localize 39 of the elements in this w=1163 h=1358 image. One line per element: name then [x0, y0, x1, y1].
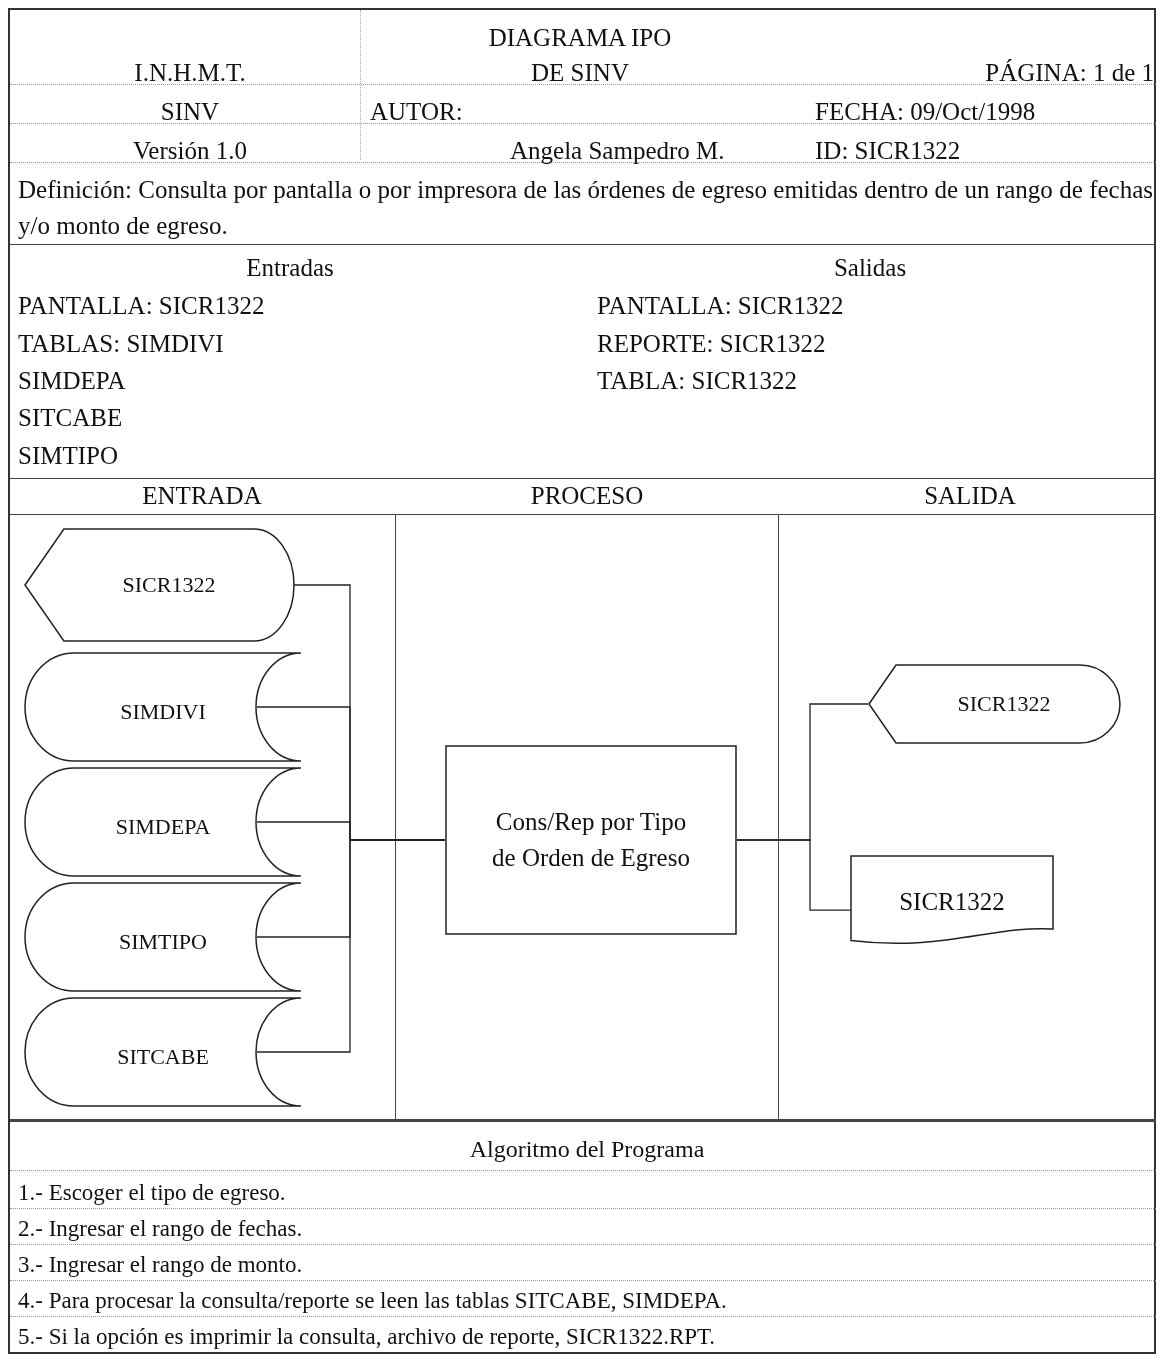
label: ENTRADA: [142, 481, 262, 511]
label: 4.- Para procesar la consulta/reporte se leen las tablas SITCABE, SIMDEPA.: [18, 1287, 727, 1315]
label: SALIDA: [924, 481, 1016, 511]
label: Angela Sampedro M.: [510, 136, 725, 166]
node-label: SICR1322: [121, 571, 216, 600]
label: PANTALLA: SICR1322: [18, 291, 265, 321]
label: DE SINV: [531, 58, 629, 88]
label: PÁGINA: 1 de 1: [985, 58, 1154, 88]
label: SIMTIPO: [18, 441, 118, 471]
label: SIMDEPA: [18, 366, 126, 396]
node-label: SIMTIPO: [119, 928, 207, 957]
label: TABLAS: SIMDIVI: [18, 329, 224, 359]
connector-line: [736, 839, 852, 911]
label: AUTOR:: [370, 97, 463, 127]
node-label: Cons/Rep por Tipo de Orden de Egreso: [491, 806, 691, 873]
label: 3.- Ingresar el rango de monto.: [18, 1251, 303, 1279]
label: I.N.H.M.T.: [134, 58, 246, 88]
node-label: SIMDIVI: [120, 698, 206, 727]
label: SINV: [160, 97, 220, 127]
definition-text: Definición: Consulta por pantalla o por impresora de las órdenes de egreso emitidas dentro de un rango de fechas y/o monto de egreso.: [18, 175, 1153, 242]
label: Entradas: [246, 253, 334, 283]
node-label: SICR1322: [899, 887, 1005, 918]
label: REPORTE: SICR1322: [597, 329, 826, 359]
node-label: SICR1322: [956, 690, 1051, 719]
label: Versión 1.0: [133, 136, 247, 166]
label: 5.- Si la opción es imprimir la consulta, archivo de reporte, SICR1322.RPT.: [18, 1323, 716, 1351]
label: FECHA: 09/Oct/1998: [815, 97, 1036, 127]
label: ID: SICR1322: [815, 136, 961, 166]
label: PANTALLA: SICR1322: [597, 291, 844, 321]
label: PROCESO: [530, 481, 644, 511]
label: DIAGRAMA IPO: [488, 23, 672, 53]
label: Algoritmo del Programa: [469, 1135, 705, 1164]
node-label: SIMDEPA: [115, 813, 211, 842]
label: Salidas: [833, 253, 907, 283]
label: 2.- Ingresar el rango de fechas.: [18, 1215, 303, 1243]
node-label: SITCABE: [117, 1043, 209, 1072]
label: SITCABE: [18, 403, 123, 433]
label: 1.- Escoger el tipo de egreso.: [18, 1179, 286, 1207]
label: TABLA: SICR1322: [597, 366, 798, 396]
